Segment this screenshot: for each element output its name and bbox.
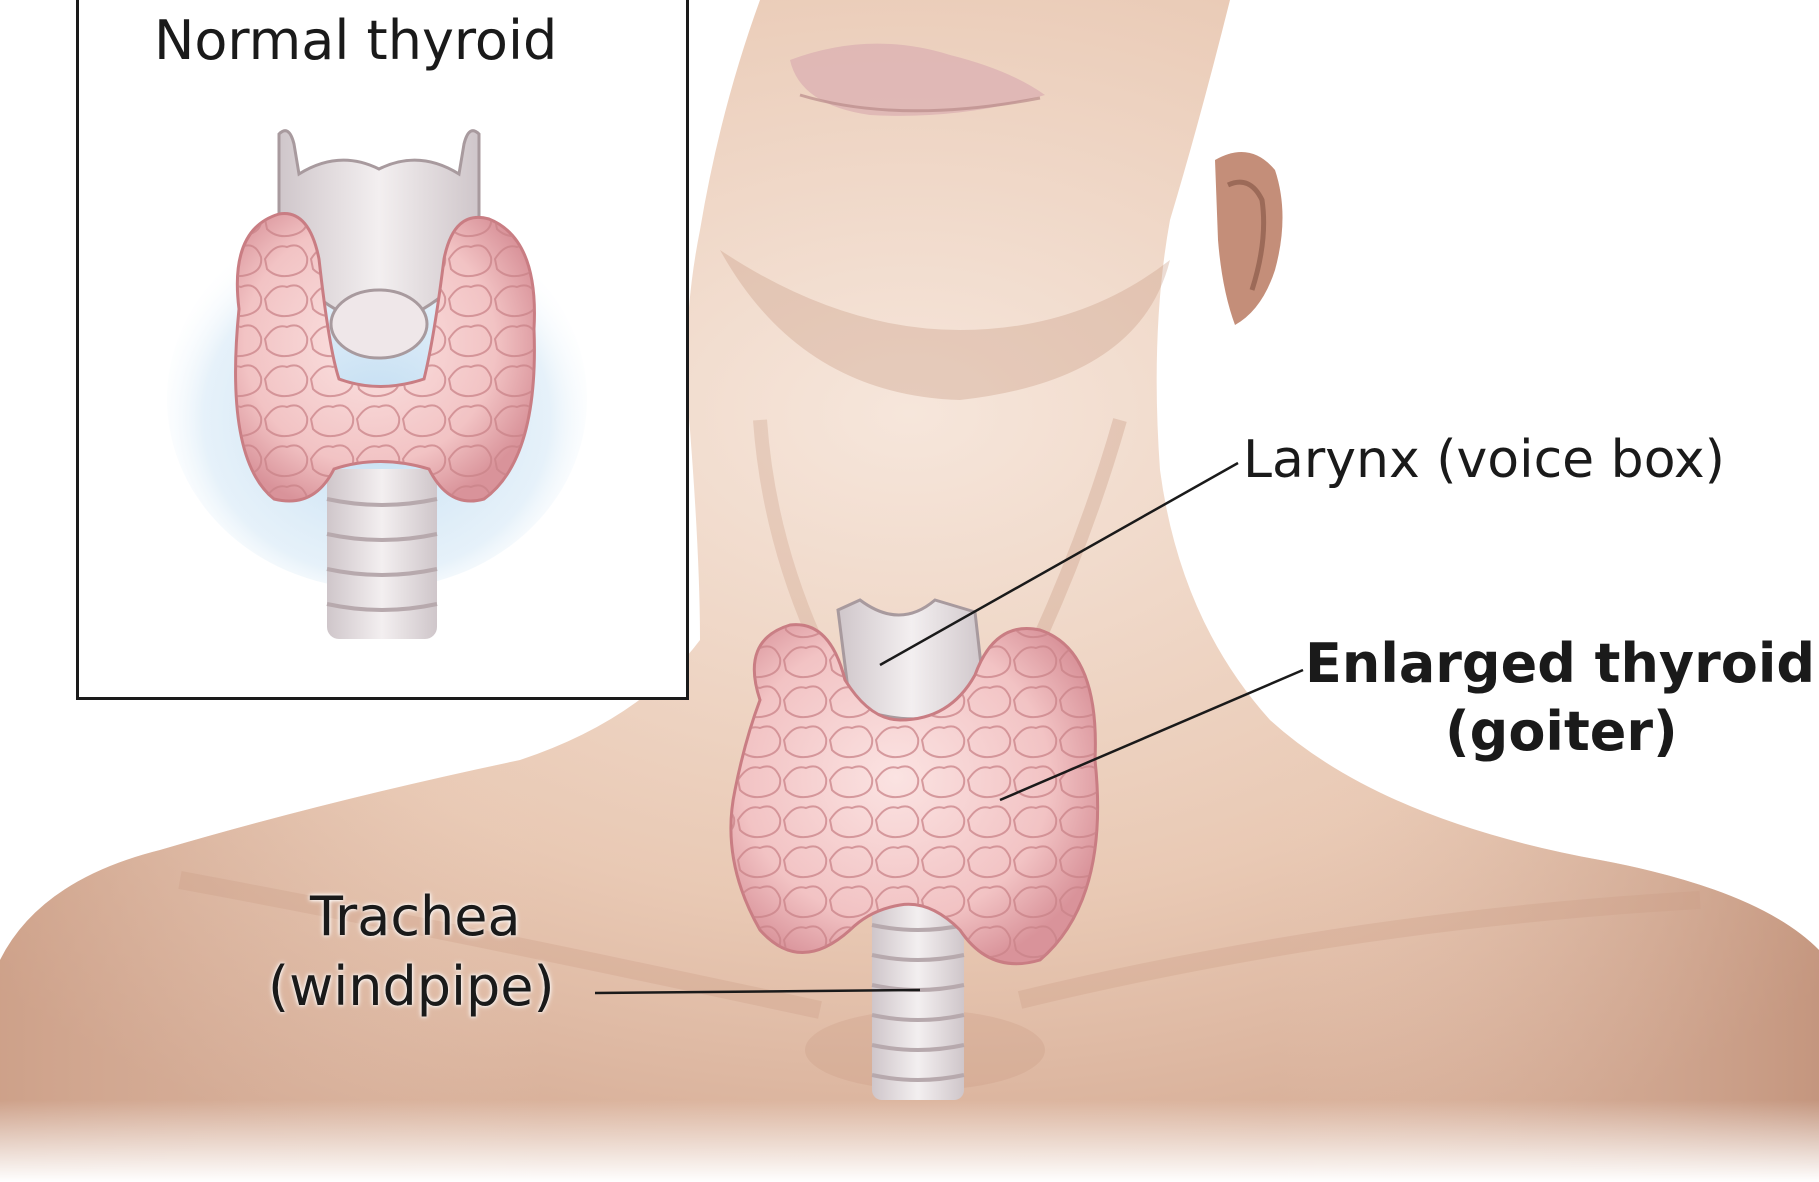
inset-trachea (327, 469, 437, 639)
inset-title: Normal thyroid (154, 9, 557, 72)
trachea (872, 900, 964, 1100)
trachea-label-line2: (windpipe) (268, 955, 555, 1018)
larynx-label: Larynx (voice box) (1243, 430, 1725, 490)
trachea-label-line1: Trachea (310, 885, 521, 948)
normal-thyroid-inset: Normal thyroid (76, 0, 689, 700)
normal-thyroid-drawing (79, 0, 686, 697)
goiter-label-line1: Enlarged thyroid (1305, 632, 1815, 695)
goiter-label-line2: (goiter) (1445, 700, 1678, 763)
